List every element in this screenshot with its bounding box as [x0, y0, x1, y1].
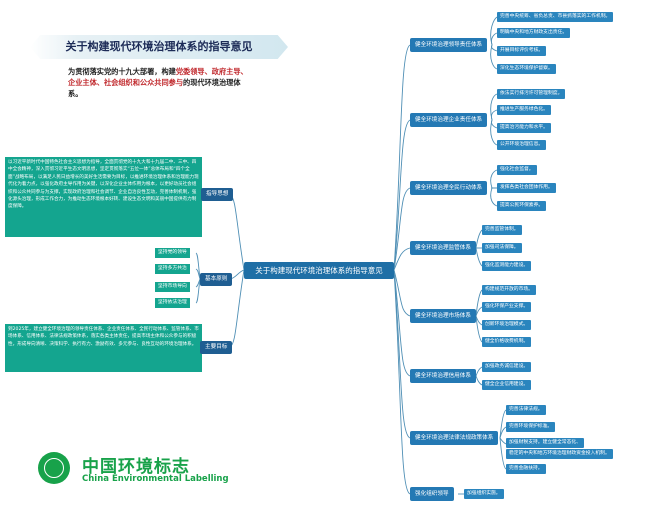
leaf-item[interactable]: 健全企业信用建设。: [482, 380, 532, 390]
branch-enterprise[interactable]: 健全环境治理企业责任体系: [410, 113, 488, 127]
branch-market[interactable]: 健全环境治理市场体系: [410, 309, 476, 323]
principle-item[interactable]: 坚持依法治理: [155, 298, 190, 308]
leaf-item[interactable]: 构建规范开放的市场。: [482, 285, 536, 295]
leaf-item[interactable]: 提高公民环保素养。: [497, 201, 547, 211]
leaf-item[interactable]: 加强政务诚信建设。: [482, 362, 532, 372]
intro-text-highlight: 党委领导、政府主导、企业主体、社会组织和公众共同参与: [68, 67, 248, 87]
logo-text-en: China Environmental Labelling: [82, 474, 229, 484]
main-goals-node[interactable]: 主要目标: [200, 341, 233, 354]
principle-item[interactable]: 坚持市场导向: [155, 282, 190, 292]
leaf-item[interactable]: 明确中央和地方财政支出责任。: [497, 28, 571, 38]
page-title: 关于构建现代环境治理体系的指导意见: [30, 35, 288, 59]
leaf-item[interactable]: 健全价格收费机制。: [482, 337, 532, 347]
branch-credit[interactable]: 健全环境治理信用体系: [410, 369, 476, 383]
leaf-item[interactable]: 创新环境治理模式。: [482, 320, 532, 330]
leaf-item[interactable]: 稳定的中央和地方环境治理财政资金投入机制。: [506, 449, 613, 459]
leaf-item[interactable]: 完善金融扶持。: [506, 464, 546, 474]
principle-item[interactable]: 坚持党的领导: [155, 248, 190, 258]
basic-principles-node[interactable]: 基本原则: [200, 273, 233, 286]
leaf-item[interactable]: 开展目标评价考核。: [497, 46, 547, 56]
leaf-item[interactable]: 完善监管体制。: [482, 225, 522, 235]
leaf-item[interactable]: 加强财税支持。建立健全常态化、: [506, 438, 584, 448]
leaf-item[interactable]: 完善法律法规。: [506, 405, 546, 415]
principle-item[interactable]: 坚持多方共治: [155, 264, 190, 274]
leaf-item[interactable]: 推进生产服务绿色化。: [497, 105, 551, 115]
leaf-item[interactable]: 强化社会监督。: [497, 165, 537, 175]
leaf-item[interactable]: 强化环保产业支撑。: [482, 302, 532, 312]
guiding-ideology-text: 以习近平新时代中国特色社会主义思想为指导，全面贯彻党的十九大和十九届二中、三中、…: [5, 157, 202, 237]
leaf-item[interactable]: 深化生态环境保护督察。: [497, 64, 556, 74]
leaf-item[interactable]: 发挥各类社会团体作用。: [497, 183, 556, 193]
leaf-item[interactable]: 完善中央统筹、省负总责、市县抓落实的工作机制。: [497, 12, 614, 22]
leaf-item[interactable]: 加强组织实施。: [464, 489, 504, 499]
leaf-item[interactable]: 公开环境治理信息。: [497, 140, 547, 150]
main-goals-text: 到2025年，建立健全环境治理的领导责任体系、企业责任体系、全民行动体系、监管体…: [5, 324, 202, 372]
intro-text: 为贯彻落实党的十九大部署，构建党委领导、政府主导、企业主体、社会组织和公众共同参…: [68, 66, 254, 99]
branch-legal-policy[interactable]: 健全环境治理法律法规政策体系: [410, 431, 499, 445]
logo-ring-icon: [44, 458, 64, 478]
leaf-item[interactable]: 提高治污能力和水平。: [497, 123, 551, 133]
leaf-item[interactable]: 完善环境保护标准。: [506, 422, 556, 432]
branch-organization[interactable]: 强化组织领导: [410, 487, 454, 501]
guiding-ideology-node[interactable]: 指导思想: [201, 188, 234, 201]
branch-public-action[interactable]: 健全环境治理全民行动体系: [410, 181, 488, 195]
intro-text-part1: 为贯彻落实党的十九大部署，构建: [68, 67, 176, 76]
logo-text-cn: 中国环境标志: [82, 457, 190, 477]
leaf-item[interactable]: 依法实行排污许可管理制度。: [497, 89, 566, 99]
center-node[interactable]: 关于构建现代环境治理体系的指导意见: [244, 262, 394, 279]
leaf-item[interactable]: 强化监测能力建设。: [482, 261, 532, 271]
leaf-item[interactable]: 加强司法保障。: [482, 243, 522, 253]
branch-supervision[interactable]: 健全环境治理监管体系: [410, 241, 476, 255]
intro-text-part3: 的现代环境治理体系。: [68, 78, 241, 98]
branch-leadership[interactable]: 健全环境治理领导责任体系: [410, 38, 488, 52]
